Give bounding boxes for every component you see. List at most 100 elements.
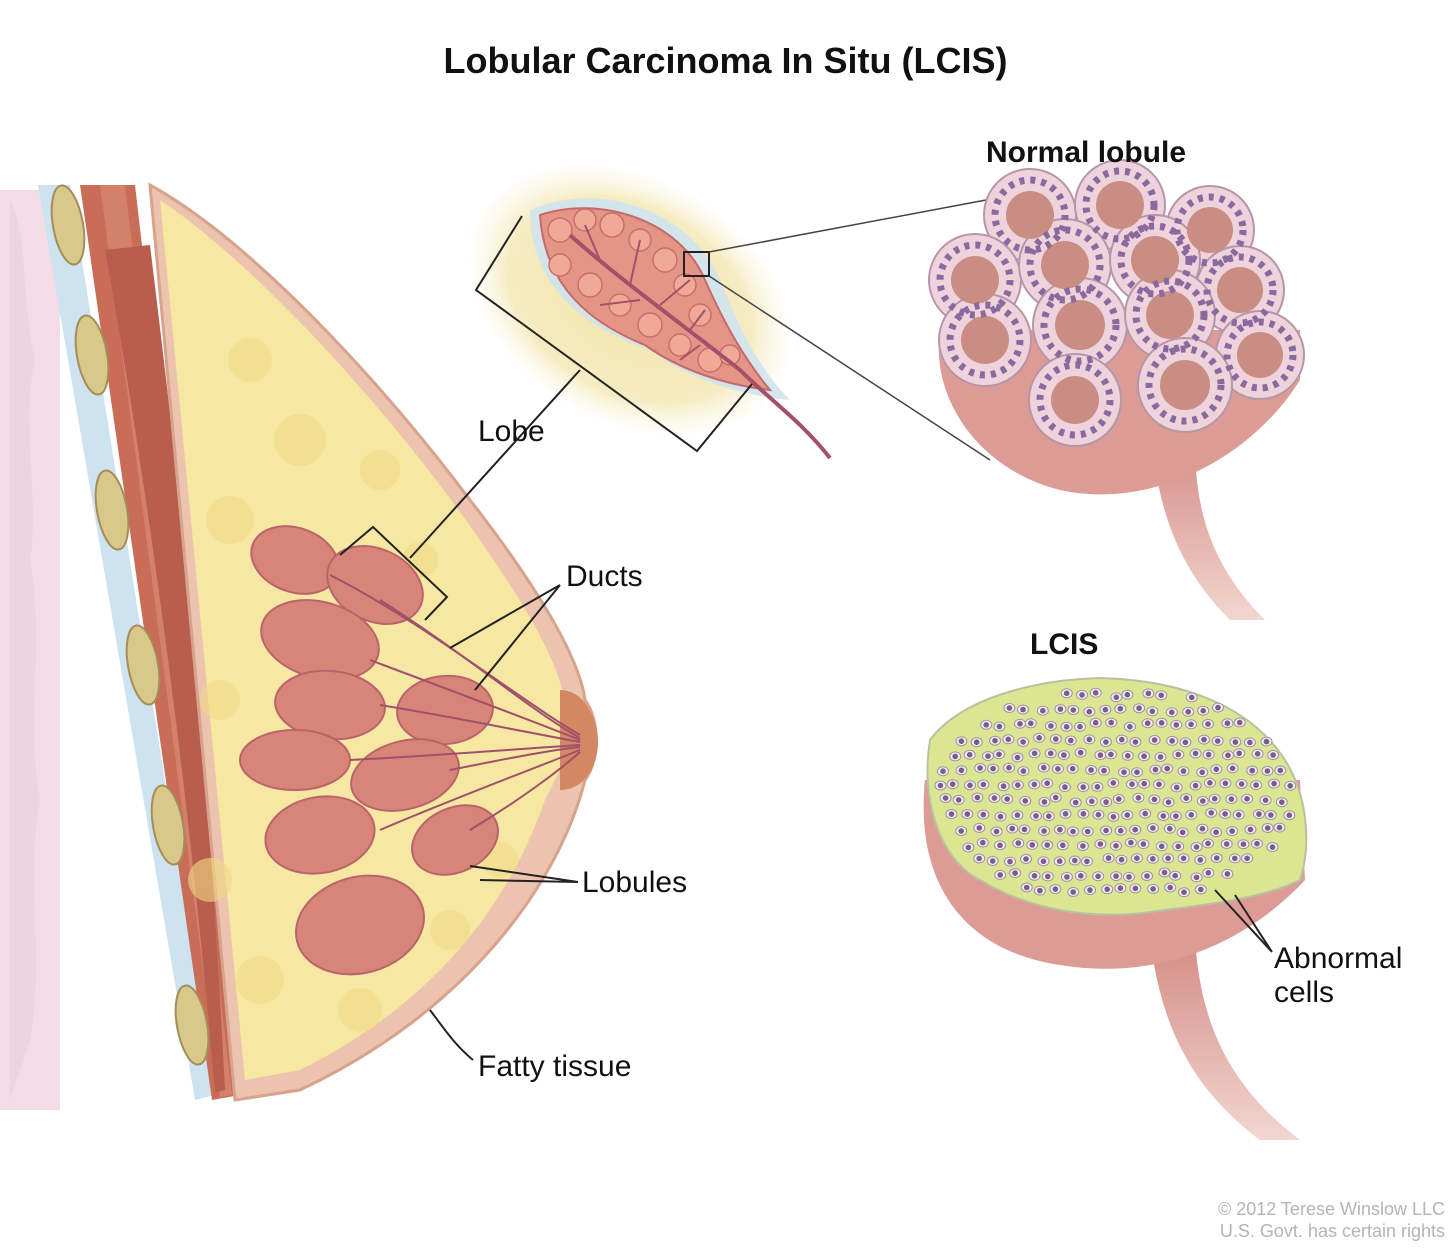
abnormal-cell-nucleus [1068,738,1074,744]
abnormal-cell-nucleus [1041,859,1047,865]
abnormal-cell-nucleus [1093,690,1099,696]
abnormal-cell-nucleus [1020,707,1026,713]
abnormal-cell-nucleus [949,811,955,817]
abnormal-cell-nucleus [1142,811,1148,817]
abnormal-cell-nucleus [1278,768,1284,774]
abnormal-cell-nucleus [1118,706,1124,712]
abnormal-cell-nucleus [1146,691,1152,697]
abnormal-cell-nucleus [1206,752,1212,758]
abnormal-cell-nucleus [959,738,965,744]
abnormal-cell-nucleus [1055,766,1061,772]
abnormal-cell-nucleus [1156,782,1162,788]
abnormal-cell-nucleus [1193,783,1199,789]
abnormal-cell-nucleus [1071,707,1077,713]
abnormal-cell-nucleus [1206,870,1212,876]
abnormal-cell-nucleus [1229,796,1235,802]
abnormal-cell-nucleus [1198,857,1204,863]
abnormal-cell-nucleus [1158,693,1164,699]
abnormal-cell-nucleus [1119,737,1125,743]
abnormal-cell-nucleus [1263,797,1269,803]
abnormal-cell-nucleus [1041,765,1047,771]
abnormal-cell-nucleus [1185,709,1191,715]
abnormal-cell-nucleus [1141,781,1147,787]
abnormal-cell-nucleus [1200,708,1206,714]
abnormal-cell-nucleus [1244,856,1250,862]
abnormal-cell-nucleus [1161,813,1167,819]
abnormal-cell-nucleus [1232,856,1238,862]
abnormal-cell-nucleus [1200,826,1206,832]
abnormal-cell-nucleus [1046,813,1052,819]
abnormal-cell-nucleus [952,754,958,760]
abnormal-cell-nucleus [1063,811,1069,817]
abnormal-cell-nucleus [1033,813,1039,819]
abnormal-cell-nucleus [983,722,989,728]
abnormal-cell-nucleus [1129,781,1135,787]
abnormal-cell-nucleus [1080,843,1086,849]
abnormal-cell-nucleus [1150,825,1156,831]
abnormal-cell-nucleus [1009,826,1015,832]
abnormal-cell-nucleus [1070,889,1076,895]
abnormal-cell-nucleus [980,840,986,846]
abnormal-cell-nucleus [1029,842,1035,848]
credit-line1: © 2012 Terese Winslow LLC [1218,1198,1445,1220]
abnormal-cell-nucleus [1244,796,1250,802]
abnormal-cell-nucleus [1023,856,1029,862]
abnormal-cell-nucleus [1268,812,1274,818]
abnormal-cell-nucleus [1225,753,1231,759]
abnormal-cell-nucleus [1158,754,1164,760]
abnormal-cell-nucleus [977,825,983,831]
abnormal-cell-nucleus [1134,855,1140,861]
abnormal-cell-nucleus [966,845,972,851]
fatty-tissue-label: Fatty tissue [478,1050,631,1084]
abnormal-cell-nucleus [1193,751,1199,757]
abnormal-cell-nucleus [1125,692,1131,698]
abnormal-cell-nucleus [1081,811,1087,817]
abnormal-cell-nucleus [1180,830,1186,836]
abnormal-cell-nucleus [1134,769,1140,775]
abnormal-cell-nucleus [981,782,987,788]
abnormal-cell-nucleus [1174,785,1180,791]
abnormal-cell-nucleus [1073,800,1079,806]
abnormal-cell-nucleus [1264,739,1270,745]
lcis-heading: LCIS [1030,628,1098,662]
abnormal-cell-nucleus [1053,886,1059,892]
abnormal-cell-nucleus [1145,720,1151,726]
abnormal-cell-nucleus [1006,765,1012,771]
abnormal-cell-nucleus [1133,886,1139,892]
abnormal-cell-nucleus [981,812,987,818]
abnormal-cell-nucleus [975,795,981,801]
abnormal-cell-nucleus [967,783,973,789]
abnormal-cells-label: Abnormal cells [1274,942,1402,1010]
abnormal-cell-nucleus [1287,812,1293,818]
abnormal-cells-label-line1: Abnormal [1274,942,1402,976]
abnormal-cell-nucleus [1001,783,1007,789]
abnormal-cell-nucleus [1150,709,1156,715]
abnormal-cell-nucleus [1201,737,1207,743]
abnormal-cell-nucleus [1053,736,1059,742]
abnormal-cell-nucleus [1077,724,1083,730]
abnormal-cell-nucleus [1136,705,1142,711]
abnormal-cell-nucleus [1020,739,1026,745]
abnormal-cell-nucleus [990,858,996,864]
abnormal-cell-nucleus [1042,799,1048,805]
abnormal-cell-nucleus [1015,782,1021,788]
abnormal-cell-nucleus [996,752,1002,758]
abnormal-cell-nucleus [1214,767,1220,773]
abnormal-cell-nucleus [1239,781,1245,787]
abnormal-cell-nucleus [1247,740,1253,746]
abnormal-cell-nucleus [1183,740,1189,746]
abnormal-cell-nucleus [1172,873,1178,879]
abnormal-cell-nucleus [998,814,1004,820]
abnormal-cell-nucleus [1256,811,1262,817]
abnormal-cell-nucleus [1150,886,1156,892]
abnormal-cell-nucleus [1078,750,1084,756]
abnormal-cell-nucleus [1101,768,1107,774]
abnormal-cell-nucleus [1108,720,1114,726]
abnormal-cell-nucleus [1060,843,1066,849]
abnormal-cell-nucleus [994,829,1000,835]
abnormal-cell-nucleus [1021,768,1027,774]
figure-title: Lobular Carcinoma In Situ (LCIS) [0,40,1451,82]
abnormal-cell-nucleus [1127,724,1133,730]
abnormal-cell-nucleus [1093,720,1099,726]
